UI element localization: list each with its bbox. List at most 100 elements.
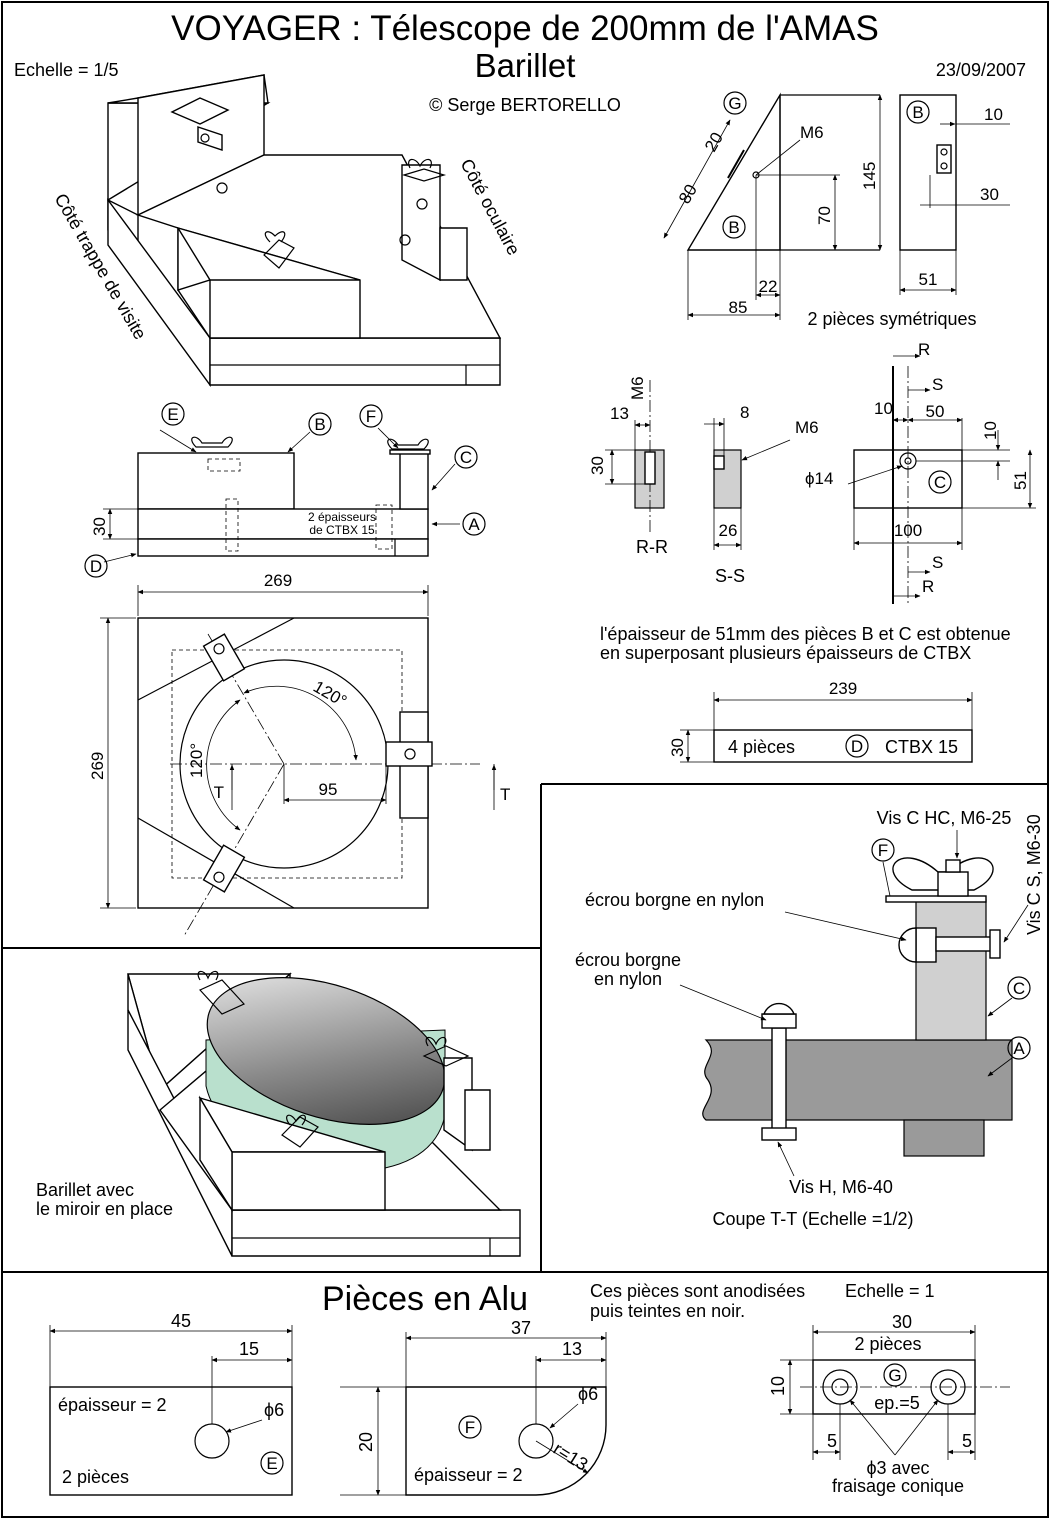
thread-m6-rr: M6	[628, 376, 647, 400]
label-f-cut: F	[878, 841, 888, 860]
nut-label-1: écrou borgne en nylon	[585, 890, 764, 910]
side-view: E B F C A D 30 2 épaisseurs de CTBX 15	[84, 402, 486, 578]
label-e-alu: E	[266, 1454, 277, 1473]
cut-r-bottom: R	[922, 577, 934, 596]
dim-100-c: 100	[894, 521, 922, 540]
mirror-caption-1: Barillet avec	[36, 1180, 134, 1200]
thickness-note-2: en superposant plusieurs épaisseurs de C…	[600, 643, 971, 663]
part-d: 239 30 4 pièces D CTBX 15	[668, 679, 973, 763]
dim-26-ss: 26	[719, 521, 738, 540]
subtitle: Barillet	[475, 47, 576, 84]
note-symmetric: 2 pièces symétriques	[807, 309, 976, 329]
angle-120-b: 120°	[187, 743, 206, 778]
label-a: A	[468, 515, 480, 534]
dim-20-f: 20	[356, 1432, 376, 1452]
label-d: D	[90, 557, 102, 576]
label-c: C	[460, 448, 472, 467]
nut-label-2a: écrou borgne	[575, 950, 681, 970]
label-g-b: G	[728, 94, 741, 113]
dim-13-rr: 13	[610, 404, 629, 423]
header: VOYAGER : Télescope de 200mm de l'AMAS B…	[14, 9, 1026, 115]
note-ctbx-1: 2 épaisseurs	[308, 510, 376, 524]
dim-30-side: 30	[90, 517, 109, 536]
dim-13-f: 13	[562, 1339, 582, 1359]
qty-d: 4 pièces	[728, 737, 795, 757]
dim-95: 95	[319, 780, 338, 799]
hole-f: ϕ6	[578, 1384, 598, 1404]
dim-239: 239	[829, 679, 857, 698]
dim-30-b: 30	[980, 185, 999, 204]
dim-10-c: 10	[874, 399, 893, 418]
label-f: F	[366, 407, 376, 426]
screw-top-label: Vis C HC, M6-25	[877, 808, 1012, 828]
author-label: © Serge BERTORELLO	[429, 95, 621, 115]
hole-14: ϕ14	[805, 469, 833, 488]
label-c-part: C	[934, 473, 946, 492]
dim-51-c: 51	[1011, 471, 1030, 490]
dim-80: 80	[675, 181, 701, 207]
part-b: 145 70 85 22 80 20 M6 G B B 10 30 51 2 p…	[663, 91, 1010, 329]
label-ss: S-S	[715, 566, 745, 586]
dim-145: 145	[860, 162, 879, 190]
dim-15: 15	[239, 1339, 259, 1359]
thickness-g: ep.=5	[874, 1393, 920, 1413]
thickness-e: épaisseur = 2	[58, 1395, 167, 1415]
dim-8-ss: 8	[740, 403, 749, 422]
screw-bottom-label: Vis H, M6-40	[789, 1177, 893, 1197]
dim-10-c2: 10	[981, 421, 1000, 440]
qty-e: 2 pièces	[62, 1467, 129, 1487]
label-f-alu: F	[465, 1418, 475, 1437]
cut-s-bottom: S	[932, 553, 943, 572]
thread-m6-b: M6	[800, 123, 824, 142]
cut-t-left: T	[214, 783, 224, 802]
dim-50-c: 50	[926, 402, 945, 421]
dim-51-b: 51	[919, 270, 938, 289]
qty-g: 2 pièces	[854, 1334, 921, 1354]
mirror-caption-2: le miroir en place	[36, 1199, 173, 1219]
label-b-b1: B	[728, 218, 739, 237]
dim-22: 22	[759, 277, 778, 296]
alu-part-f: 37 13 20 ϕ6 r=13 épaisseur = 2 F	[340, 1318, 607, 1496]
cut-r-top: R	[918, 340, 930, 359]
dim-269-w: 269	[264, 571, 292, 590]
alu-part-e: 45 15 épaisseur = 2 ϕ6 2 pièces E	[49, 1311, 293, 1496]
dim-30-rr: 30	[588, 456, 607, 475]
alu-scale: Echelle = 1	[845, 1281, 935, 1301]
dim-5-left: 5	[827, 1431, 837, 1451]
section-ss: 8 M6 26 S-S	[704, 403, 819, 586]
dim-269-h: 269	[88, 752, 107, 780]
hole-g-2: fraisage conique	[832, 1476, 964, 1496]
label-d-part: D	[851, 737, 863, 756]
alu-note-2: puis teintes en noir.	[590, 1301, 745, 1321]
material-d: CTBX 15	[885, 737, 958, 757]
cut-tt: Vis C HC, M6-25 Vis C S, M6-30 F écrou b…	[575, 808, 1044, 1229]
dim-45: 45	[171, 1311, 191, 1331]
date-label: 23/09/2007	[936, 60, 1026, 80]
label-c-cut: C	[1013, 979, 1025, 998]
section-rr: 13 M6 30 R-R	[588, 376, 668, 557]
hole-e: ϕ6	[264, 1400, 284, 1420]
cut-s-top: S	[932, 375, 943, 394]
part-c: R S S R 10 50 10 51 100 ϕ14 C	[805, 340, 1036, 604]
thread-m6-ss: M6	[795, 418, 819, 437]
mirror-view: Barillet avec le miroir en place	[36, 970, 521, 1257]
dim-70: 70	[815, 206, 834, 225]
dim-85: 85	[729, 298, 748, 317]
thickness-note-1: l'épaisseur de 51mm des pièces B et C es…	[600, 624, 1011, 644]
label-rr: R-R	[636, 537, 668, 557]
label-e: E	[167, 405, 178, 424]
screw-side-label: Vis C S, M6-30	[1024, 814, 1044, 935]
iso-view: Côté trappe de visite Côté oculaire	[51, 74, 524, 388]
scale-label: Echelle = 1/5	[14, 60, 119, 80]
alu-title: Pièces en Alu	[322, 1280, 528, 1318]
label-b-b2: B	[912, 103, 923, 122]
dim-30-g: 30	[892, 1312, 912, 1332]
thickness-f: épaisseur = 2	[414, 1465, 523, 1485]
hole-g-1: ϕ3 avec	[866, 1458, 929, 1478]
alu-note-1: Ces pièces sont anodisées	[590, 1281, 805, 1301]
dim-30-d: 30	[668, 738, 687, 757]
top-view: 269 269 120° 120° 95 T T	[88, 571, 510, 937]
label-a-cut: A	[1013, 1039, 1025, 1058]
